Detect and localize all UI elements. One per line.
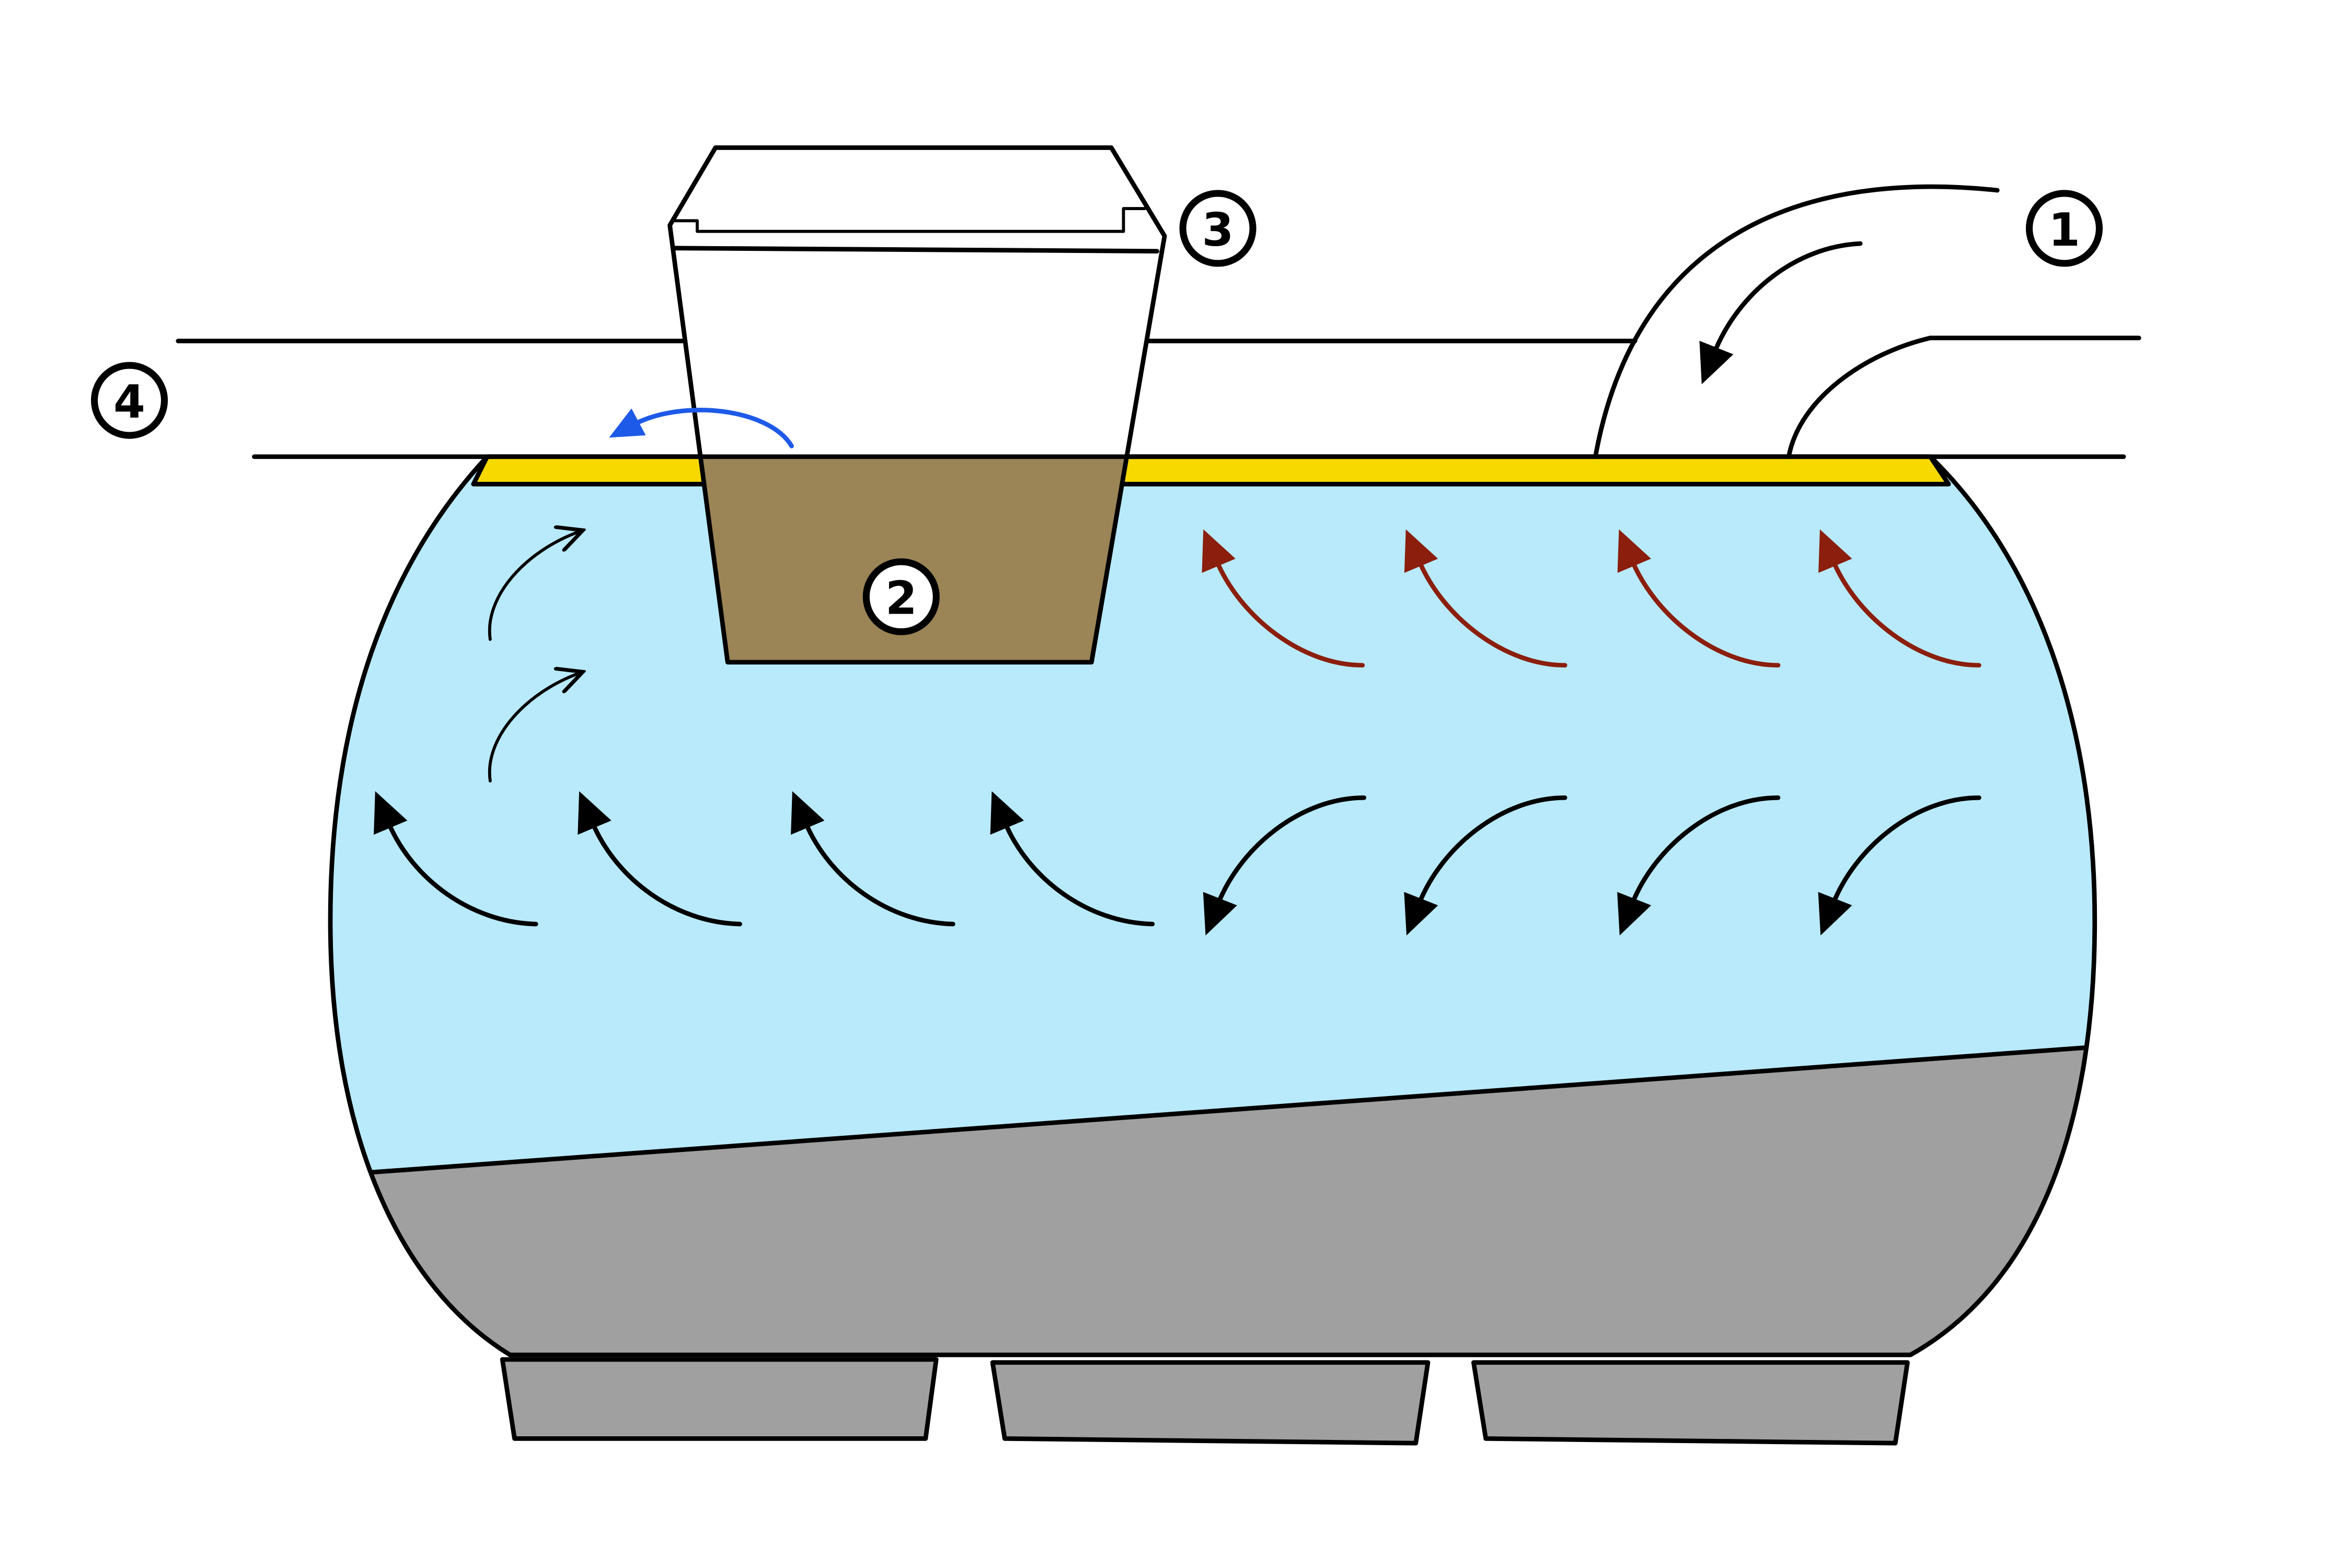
lid-edge-line [672, 246, 1159, 253]
marker-1: 1 [2025, 190, 2103, 267]
marker-3: 3 [1179, 190, 1256, 267]
sludge-layer [330, 1044, 2095, 1355]
inlet-pipe-inner [1786, 336, 1933, 459]
downward-flow-arrow [1203, 795, 1367, 936]
inlet-flow-arrow [1699, 241, 1863, 385]
filter-approach-arrows [488, 532, 580, 783]
downward-flow-arrows [1203, 795, 1981, 936]
support-foot [500, 1357, 939, 1441]
surface-flow-arrow [1202, 529, 1365, 668]
marker-ring [2025, 190, 2103, 267]
lid-rim [673, 207, 1147, 233]
filter-box [667, 145, 1167, 665]
marker-label: 2 [885, 572, 917, 625]
marker-ring [91, 362, 168, 439]
surface-layer [471, 454, 1951, 487]
upward-flow-arrow [990, 791, 1155, 927]
marker-2: 2 [862, 558, 940, 636]
upward-flow-arrow [578, 791, 742, 927]
surface-flow-arrow [1404, 529, 1567, 668]
surface-flow-arrow [1818, 529, 1981, 668]
filter-approach-arrow [488, 532, 580, 641]
downward-flow-arrow [1404, 795, 1567, 936]
upward-flow-arrow [791, 791, 955, 927]
surface-flow-arrows [1202, 529, 1981, 668]
filter-box-upper [670, 147, 1165, 457]
downward-flow-arrow [1617, 795, 1781, 936]
sludge-boundary-line [330, 1042, 2095, 1181]
marker-label: 1 [2048, 203, 2080, 257]
marker-ring [1179, 190, 1256, 267]
inlet-pipe-outer [1593, 184, 2000, 459]
outflow-arrow [609, 408, 794, 448]
sludge-group [330, 1042, 2095, 1355]
marker-label: 3 [1202, 203, 1234, 257]
filter-approach-arrow [488, 673, 580, 783]
downward-flow-arrow [1818, 795, 1981, 936]
marker-4: 4 [91, 362, 168, 439]
marker-ring [862, 558, 940, 636]
surface-flow-arrow [1617, 529, 1781, 668]
support-foot [1471, 1360, 1910, 1446]
support-foot [990, 1360, 1431, 1446]
tank-outline [328, 454, 2097, 1357]
upward-flow-arrow [374, 791, 538, 927]
filter-box-outline [667, 145, 1167, 665]
filter-media [700, 456, 1127, 662]
upward-flow-arrows [374, 791, 1155, 927]
support-feet [500, 1357, 1910, 1446]
marker-label: 4 [113, 375, 145, 429]
